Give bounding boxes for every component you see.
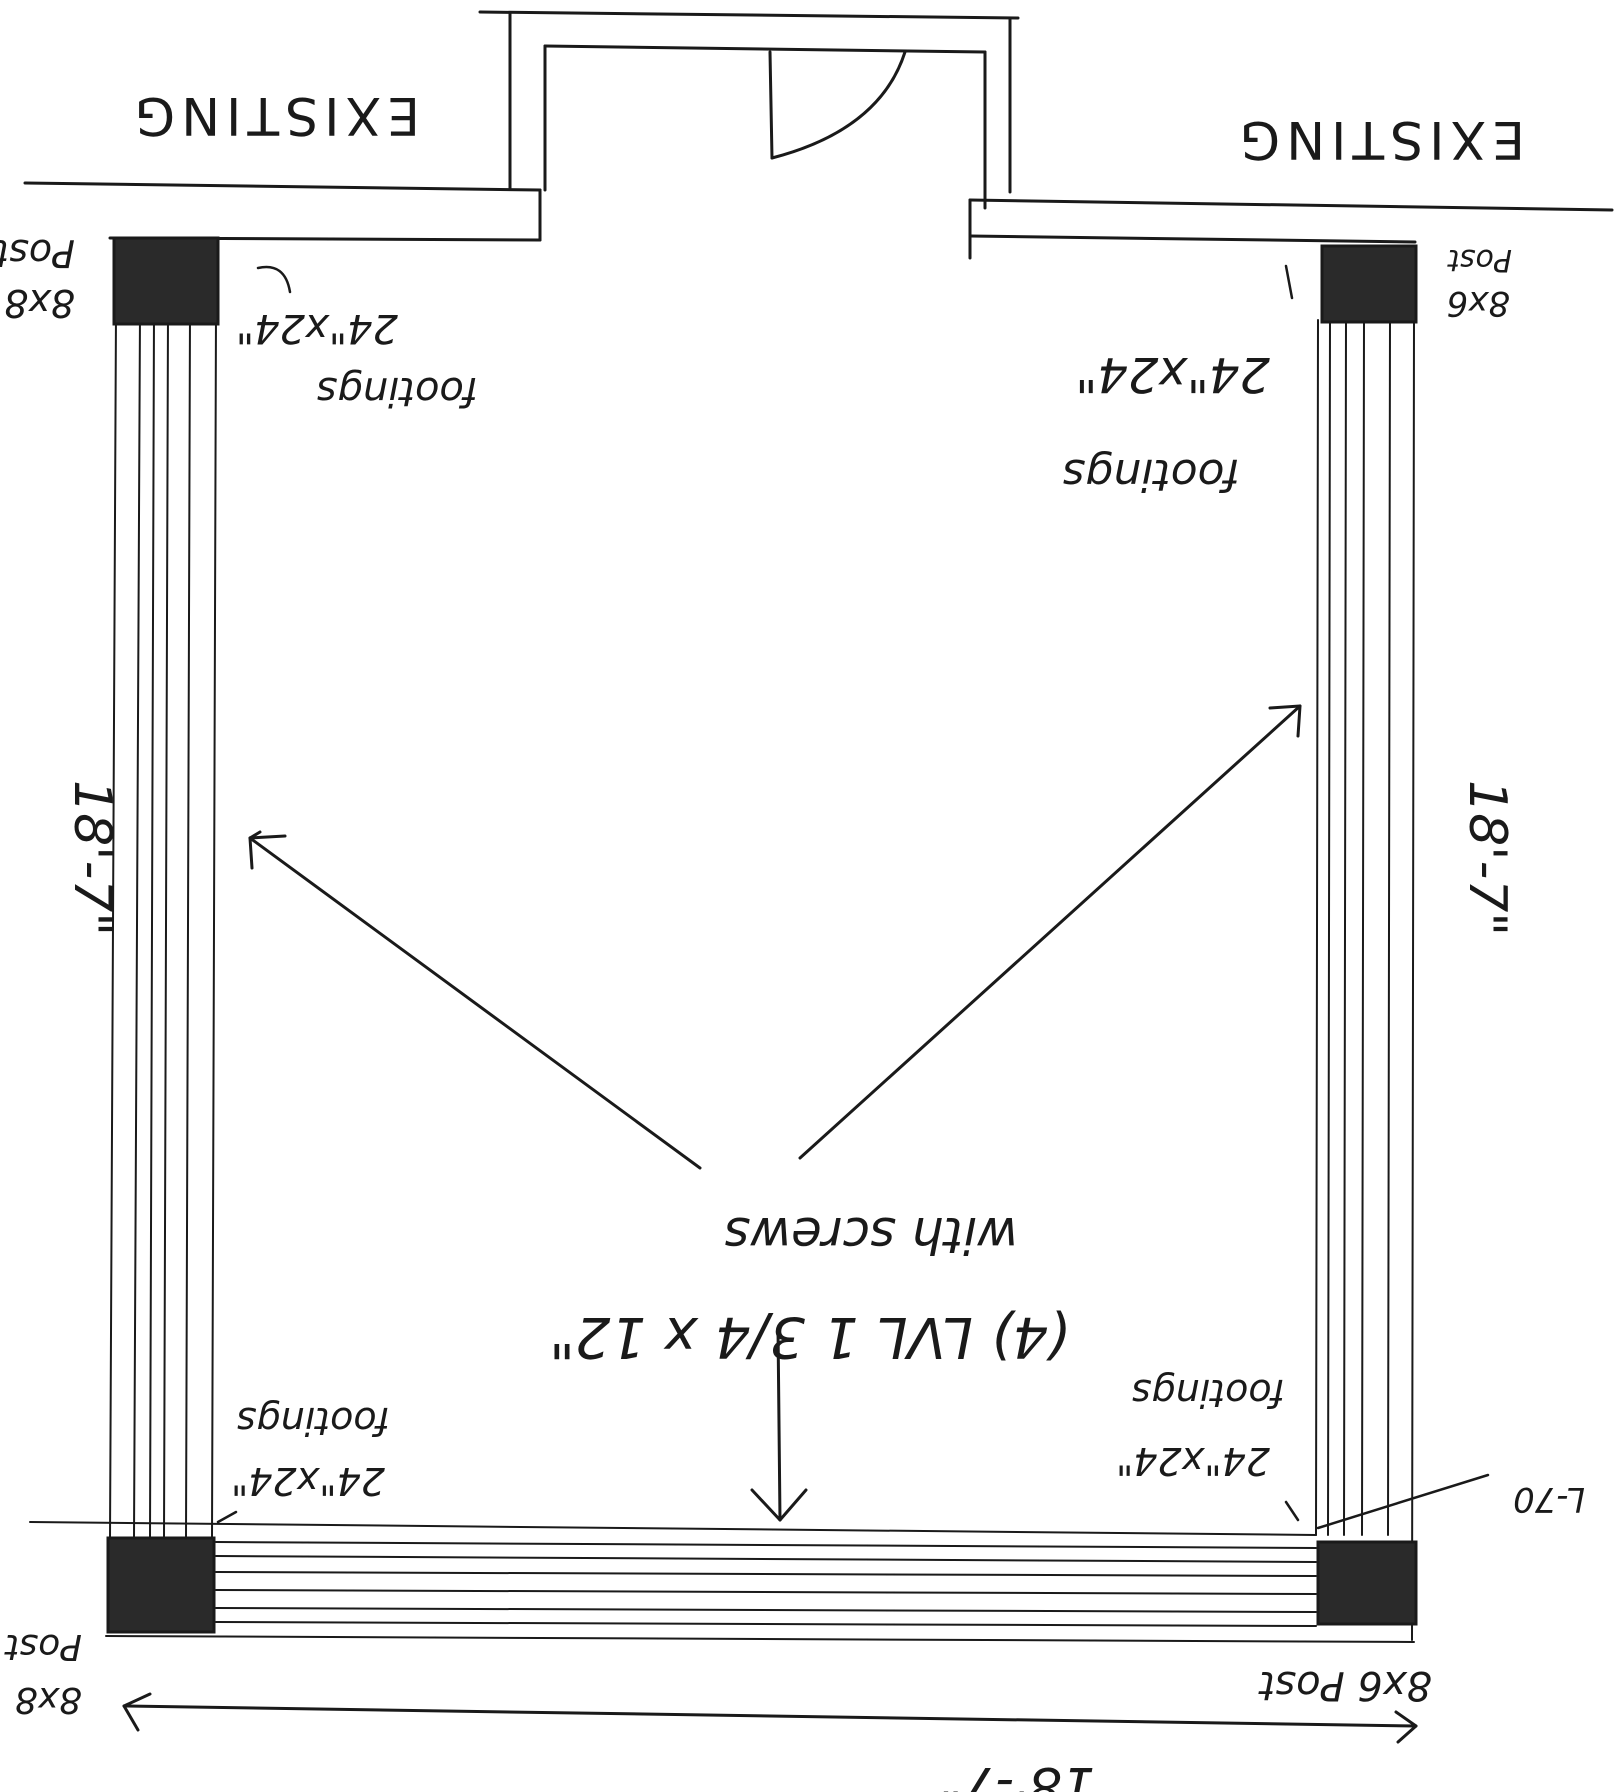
post-top-left xyxy=(112,236,220,326)
post-bottom-right xyxy=(1316,1540,1418,1626)
existing-right-label: EXISTING xyxy=(1234,109,1525,169)
left-beam xyxy=(109,311,217,1539)
dimension-bottom xyxy=(122,1692,1418,1744)
footing-tl-size: 24"x24" xyxy=(236,305,398,351)
existing-left-label: EXISTING xyxy=(129,85,420,145)
footing-bl-size: 24"x24" xyxy=(231,1459,385,1503)
post-top-left-word: Post xyxy=(0,231,75,275)
footing-tl-word: footings xyxy=(317,368,478,414)
footing-br-size: 24"x24" xyxy=(1116,1439,1270,1483)
footing-bl-word: footings xyxy=(237,1399,390,1443)
post-bottom-left-size: 8x8 xyxy=(15,1679,82,1720)
callout-arrows xyxy=(248,704,1302,1522)
bottom-beam xyxy=(29,1521,1415,1643)
door-swing xyxy=(768,50,907,160)
post-top-right-word: Post xyxy=(1447,242,1512,277)
post-top-right-size: 8x6 xyxy=(1447,283,1510,323)
beam-note: with screws xyxy=(724,1206,1018,1264)
post-bottom-left-word: Post xyxy=(4,1626,82,1667)
footing-tr-size: 24"x24" xyxy=(1075,346,1270,402)
connector-label: L-70 xyxy=(1513,1479,1585,1519)
post-top-left-size: 8x8 xyxy=(4,281,75,325)
post-top-right xyxy=(1320,244,1418,324)
leaders xyxy=(216,264,1490,1530)
beam-spec: (4) LVL 1 3/4 x 12" xyxy=(549,1304,1070,1369)
post-bottom-right-label: 8x6 Post xyxy=(1258,1662,1432,1708)
dim-right-label: 18'-7" xyxy=(1457,780,1517,936)
dim-bottom-label: 18'-7" xyxy=(939,1755,1095,1792)
right-beam xyxy=(1315,319,1415,1641)
dim-left-label: 18'-7" xyxy=(62,780,122,936)
footing-tr-word: footings xyxy=(1062,449,1240,500)
post-bottom-left xyxy=(106,1536,216,1634)
footing-br-word: footings xyxy=(1132,1371,1285,1415)
